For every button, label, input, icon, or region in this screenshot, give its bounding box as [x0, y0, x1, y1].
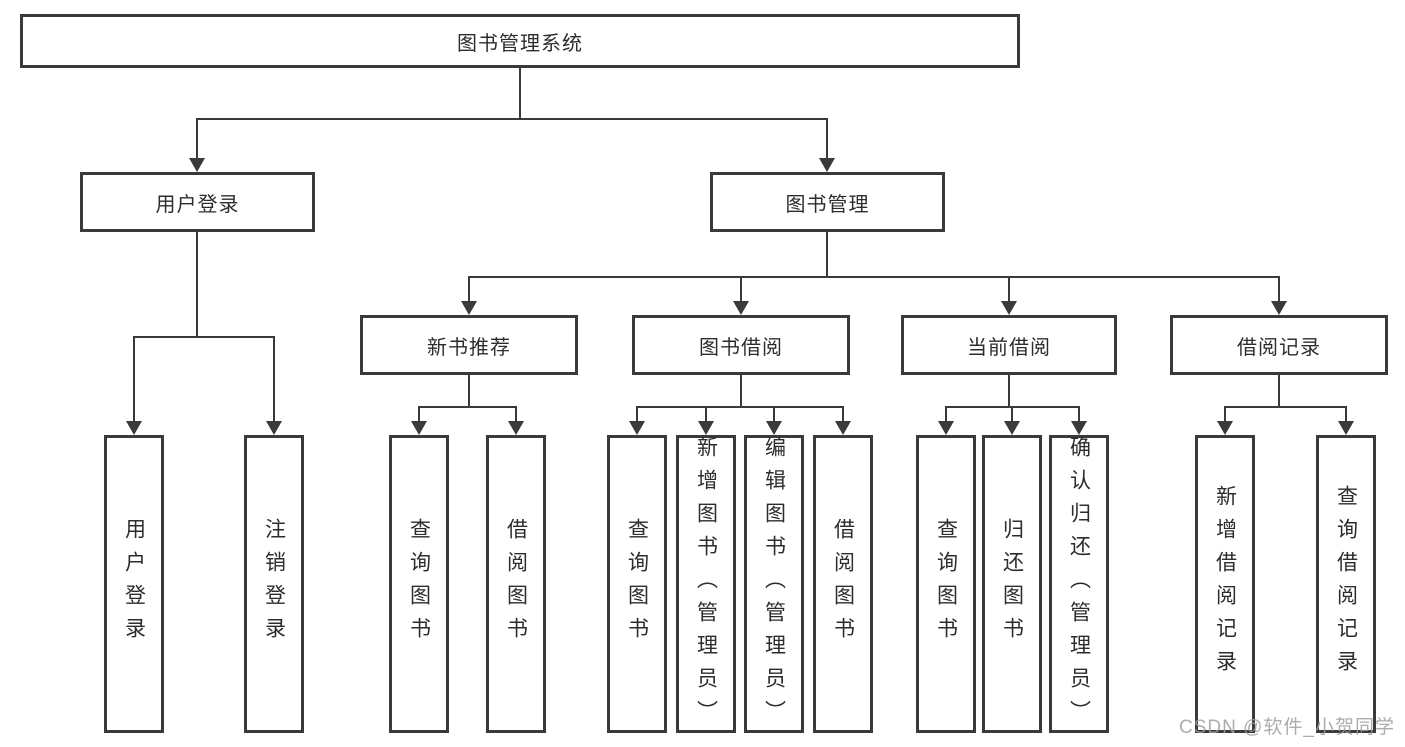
arrowhead-icon	[698, 421, 714, 435]
arrowhead-icon	[461, 301, 477, 315]
arrowhead-icon	[508, 421, 524, 435]
arrowhead-icon	[766, 421, 782, 435]
connector-line	[1011, 408, 1013, 421]
arrowhead-icon	[1217, 421, 1233, 435]
connector-line	[945, 408, 947, 421]
arrowhead-icon	[1338, 421, 1354, 435]
leaf-return-books: 归还图书	[982, 435, 1042, 733]
leaf-query-books-current: 查询图书	[916, 435, 976, 733]
connector-line	[519, 68, 521, 118]
leaf-label: 查询借阅记录	[1334, 485, 1358, 683]
connector-line	[1008, 375, 1010, 406]
leaf-label: 编辑图书（管理员）	[762, 435, 786, 733]
node-label: 当前借阅	[967, 336, 1051, 359]
leaf-user-login: 用户登录	[104, 435, 164, 733]
connector-line	[740, 278, 742, 301]
arrowhead-icon	[733, 301, 749, 315]
leaf-label: 查询图书	[407, 518, 431, 650]
node-label: 图书借阅	[699, 336, 783, 359]
leaf-label: 借阅图书	[831, 518, 855, 650]
leaf-query-borrow-record: 查询借阅记录	[1316, 435, 1376, 733]
connector-line	[196, 120, 198, 158]
arrowhead-icon	[1071, 421, 1087, 435]
node-book-borrow: 图书借阅	[632, 315, 850, 375]
leaf-add-borrow-record: 新增借阅记录	[1195, 435, 1255, 733]
connector-line	[133, 338, 135, 421]
connector-line	[273, 338, 275, 421]
connector-line	[842, 408, 844, 421]
leaf-label: 新增借阅记录	[1213, 485, 1237, 683]
connector-line	[468, 278, 470, 301]
connector-line	[1278, 278, 1280, 301]
arrowhead-icon	[411, 421, 427, 435]
connector-line	[1345, 408, 1347, 421]
connector-line	[418, 408, 420, 421]
connector-line	[1278, 375, 1280, 406]
connector-line	[418, 406, 517, 408]
arrowhead-icon	[938, 421, 954, 435]
node-label: 用户登录	[155, 193, 240, 216]
node-label: 借阅记录	[1237, 336, 1321, 359]
connector-line	[945, 406, 1080, 408]
leaf-add-books-admin: 新增图书（管理员）	[676, 435, 736, 733]
arrowhead-icon	[266, 421, 282, 435]
connector-line	[515, 408, 517, 421]
node-new-book-recommend: 新书推荐	[360, 315, 578, 375]
arrowhead-icon	[1271, 301, 1287, 315]
connector-line	[1224, 406, 1347, 408]
node-current-borrow: 当前借阅	[901, 315, 1117, 375]
leaf-edit-books-admin: 编辑图书（管理员）	[744, 435, 804, 733]
watermark: CSDN @软件_小贺同学	[1179, 717, 1395, 738]
leaf-label: 借阅图书	[504, 518, 528, 650]
leaf-confirm-return-admin: 确认归还（管理员）	[1049, 435, 1109, 733]
connector-line	[740, 375, 742, 406]
connector-line	[1224, 408, 1226, 421]
connector-line	[826, 232, 828, 276]
connector-line	[1008, 278, 1010, 301]
leaf-label: 查询图书	[625, 518, 649, 650]
leaf-query-books-recommend: 查询图书	[389, 435, 449, 733]
node-label: 图书管理	[785, 193, 870, 216]
connector-line	[826, 120, 828, 158]
leaf-label: 查询图书	[934, 518, 958, 650]
connector-line	[468, 375, 470, 406]
arrowhead-icon	[189, 158, 205, 172]
leaf-label: 注销登录	[262, 518, 286, 650]
arrowhead-icon	[1001, 301, 1017, 315]
arrowhead-icon	[629, 421, 645, 435]
leaf-label: 确认归还（管理员）	[1067, 435, 1091, 733]
connector-line	[133, 336, 275, 338]
leaf-borrow-books: 借阅图书	[813, 435, 873, 733]
connector-line	[196, 118, 828, 120]
arrowhead-icon	[126, 421, 142, 435]
node-book-management: 图书管理	[710, 172, 945, 232]
node-root: 图书管理系统	[20, 14, 1020, 68]
leaf-query-books-borrow: 查询图书	[607, 435, 667, 733]
arrowhead-icon	[835, 421, 851, 435]
connector-line	[773, 408, 775, 421]
node-user-login: 用户登录	[80, 172, 315, 232]
leaf-label: 归还图书	[1000, 518, 1024, 650]
leaf-logout: 注销登录	[244, 435, 304, 733]
connector-line	[196, 232, 198, 336]
node-label: 新书推荐	[427, 336, 511, 359]
leaf-borrow-books-recommend: 借阅图书	[486, 435, 546, 733]
connector-line	[1078, 408, 1080, 421]
connector-line	[636, 406, 844, 408]
connector-line	[636, 408, 638, 421]
leaf-label: 新增图书（管理员）	[694, 435, 718, 733]
arrowhead-icon	[819, 158, 835, 172]
connector-line	[705, 408, 707, 421]
node-borrow-records: 借阅记录	[1170, 315, 1388, 375]
arrowhead-icon	[1004, 421, 1020, 435]
leaf-label: 用户登录	[122, 518, 146, 650]
connector-line	[468, 276, 1280, 278]
node-root-label: 图书管理系统	[457, 32, 583, 55]
